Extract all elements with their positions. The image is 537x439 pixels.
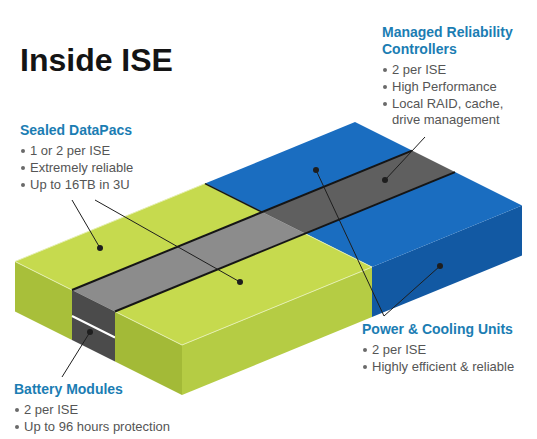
- leader-dot: [237, 279, 243, 285]
- leader-line: [385, 137, 425, 180]
- leader-line: [62, 332, 90, 377]
- green-block-top: [115, 234, 372, 345]
- bullet-dot: [383, 102, 387, 106]
- leader-dot: [87, 329, 93, 335]
- leader-dots: [87, 167, 443, 335]
- battery-divider: [72, 316, 115, 338]
- callout-text: 2 per ISE: [24, 402, 204, 418]
- bullet-dot: [15, 425, 19, 429]
- bullet-dot: [383, 85, 387, 89]
- bullet-dot: [15, 408, 19, 412]
- bullet-dot: [363, 348, 367, 352]
- diagram-title: Inside ISE: [20, 42, 173, 79]
- bullet-dot: [383, 68, 387, 72]
- callout-text: High Performance: [392, 79, 527, 95]
- leader-line: [384, 266, 440, 316]
- callout-heading: Sealed DataPacs: [20, 122, 190, 139]
- callout-heading: Power & Cooling Units: [362, 321, 534, 338]
- bullet-dot: [21, 183, 25, 187]
- bullet-dot: [363, 365, 367, 369]
- bullet-dot: [21, 166, 25, 170]
- gap-line: [205, 184, 262, 213]
- callout-text: Highly efficient & reliable: [372, 359, 536, 375]
- leader-line: [316, 170, 384, 316]
- callout-text: Up to 96 hours protection: [24, 419, 204, 435]
- callout-heading: Battery Modules: [14, 381, 204, 398]
- callout-heading: Managed Reliability Controllers: [382, 24, 532, 58]
- bullet-dot: [21, 149, 25, 153]
- leader-dot: [313, 167, 319, 173]
- leader-dot: [382, 177, 388, 183]
- leader-dot: [437, 263, 443, 269]
- callout-text: 2 per ISE: [392, 62, 527, 78]
- leader-line: [95, 200, 240, 282]
- callout-text: Local RAID, cache, drive management: [392, 96, 527, 128]
- callout-text: Extremely reliable: [30, 160, 190, 176]
- gap-line: [115, 172, 455, 311]
- leader-dot: [97, 245, 103, 251]
- callout-text: Up to 16TB in 3U: [30, 177, 190, 193]
- callout-text: 2 per ISE: [372, 342, 536, 358]
- leader-line: [72, 200, 100, 248]
- callout-text: 1 or 2 per ISE: [30, 143, 190, 159]
